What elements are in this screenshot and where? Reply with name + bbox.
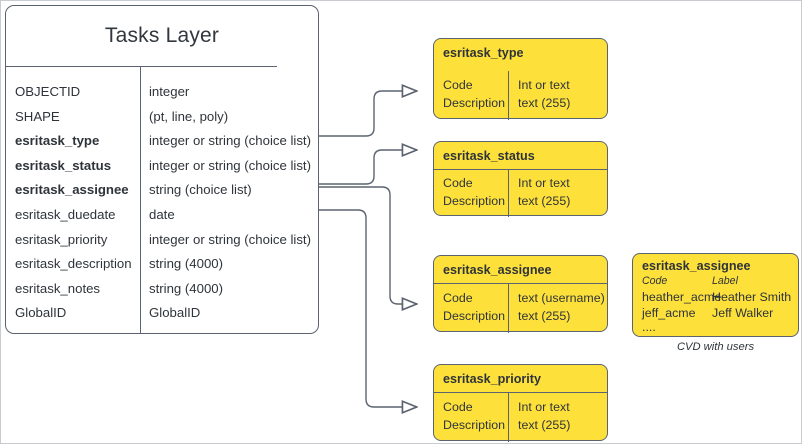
domain-title: esritask_assignee (443, 263, 552, 277)
field-type: string (4000) (149, 280, 224, 296)
entity-field-row[interactable]: esritask_notes string (4000) (6, 277, 318, 302)
domain-label-description: Description (443, 193, 505, 208)
domain-label-code: Code (443, 400, 473, 414)
field-type: string (4000) (149, 256, 224, 272)
domain-values: Int or text text (255) (518, 77, 570, 112)
domain-labels: Code Description (443, 175, 505, 210)
entity-field-list: OBJECTID integer SHAPE (pt, line, poly) … (6, 80, 318, 326)
domain-value-code: Int or text (518, 78, 570, 92)
domain-label-description: Description (443, 308, 505, 323)
domain-value-description: text (255) (518, 95, 571, 110)
field-name: esritask_notes (15, 280, 101, 296)
field-type: integer or string (choice list) (149, 157, 311, 173)
domain-title: esritask_priority (443, 372, 542, 386)
entity-field-row[interactable]: esritask_priority integer or string (cho… (6, 228, 318, 253)
domain-value-description: text (255) (518, 308, 571, 323)
field-type: integer or string (choice list) (149, 231, 311, 247)
entity-field-row[interactable]: esritask_status integer or string (choic… (6, 154, 318, 179)
cvd-row-label: Jeff Walker (712, 306, 774, 320)
field-name: esritask_duedate (15, 206, 116, 222)
domain-title-divider (433, 392, 608, 393)
domain-value-description: text (255) (518, 417, 571, 432)
connector-esritask-status (319, 150, 417, 185)
entity-title-divider (5, 66, 277, 67)
cvd-row-label: Heather Smith (712, 290, 792, 304)
cvd-sample-box[interactable]: esritask_assignee Code Label heather_acm… (632, 253, 799, 337)
domain-value-description: text (255) (518, 193, 571, 208)
domain-values: text (username) text (255) (518, 290, 605, 325)
field-type: date (149, 206, 175, 222)
field-name: esritask_description (15, 256, 132, 272)
entity-field-row[interactable]: esritask_description string (4000) (6, 252, 318, 277)
entity-field-row[interactable]: esritask_type integer or string (choice … (6, 129, 318, 154)
domain-title-divider (433, 169, 608, 170)
cvd-header-label: Label (712, 275, 738, 287)
field-name: esritask_type (15, 133, 100, 149)
field-name: GlobalID (15, 305, 67, 321)
domain-title: esritask_status (443, 149, 535, 163)
domain-value-code: Int or text (518, 400, 570, 414)
field-name: esritask_assignee (15, 182, 129, 198)
domain-box-esritask-assignee[interactable]: esritask_assignee Code Description text … (433, 255, 608, 333)
domain-column-divider (508, 71, 509, 120)
entity-field-row[interactable]: esritask_assignee string (choice list) (6, 178, 318, 203)
domain-values: Int or text text (255) (518, 175, 570, 210)
entity-field-row[interactable]: GlobalID GlobalID (6, 301, 318, 326)
domain-label-code: Code (443, 78, 473, 92)
domain-column-divider (508, 283, 509, 333)
domain-label-code: Code (443, 176, 473, 190)
domain-label-description: Description (443, 417, 505, 432)
domain-label-description: Description (443, 95, 505, 110)
connector-esritask-priority (319, 209, 417, 407)
field-type: integer (149, 84, 190, 99)
entity-column-divider (140, 67, 141, 334)
tasks-layer-entity[interactable]: Tasks Layer OBJECTID integer SHAPE (pt, … (5, 5, 319, 334)
connector-esritask-type (319, 91, 417, 137)
cvd-row-code: heather_acme (642, 290, 722, 304)
field-name: OBJECTID (15, 84, 81, 99)
domain-label-code: Code (443, 291, 473, 305)
field-name: esritask_status (15, 157, 112, 173)
cvd-row-code: .... (642, 320, 656, 334)
cvd-title: esritask_assignee (642, 259, 751, 273)
field-type: string (choice list) (149, 182, 252, 198)
field-type: GlobalID (149, 305, 201, 321)
field-type: integer or string (choice list) (149, 133, 311, 149)
domain-labels: Code Description (443, 290, 505, 325)
field-name: SHAPE (15, 108, 60, 124)
entity-field-row[interactable]: esritask_duedate date (6, 203, 318, 228)
cvd-row-code: jeff_acme (642, 306, 696, 320)
domain-column-divider (508, 169, 509, 217)
domain-title-divider (433, 283, 608, 284)
domain-box-esritask-priority[interactable]: esritask_priority Code Description Int o… (433, 364, 608, 442)
connector-esritask-assignee (319, 186, 417, 304)
cvd-caption: CVD with users (676, 341, 755, 353)
field-name: esritask_priority (15, 231, 108, 247)
domain-value-code: Int or text (518, 176, 570, 190)
cvd-header-code: Code (642, 275, 668, 287)
entity-field-row[interactable]: SHAPE (pt, line, poly) (6, 105, 318, 130)
domain-labels: Code Description (443, 399, 505, 434)
domain-column-divider (508, 392, 509, 442)
domain-value-code: text (username) (518, 291, 605, 305)
entity-field-row[interactable]: OBJECTID integer (6, 80, 318, 105)
domain-title: esritask_type (443, 46, 524, 60)
domain-labels: Code Description (443, 77, 505, 112)
domain-box-esritask-type[interactable]: esritask_type Code Description Int or te… (433, 38, 608, 120)
entity-title: Tasks Layer (104, 24, 220, 47)
domain-box-esritask-status[interactable]: esritask_status Code Description Int or … (433, 141, 608, 217)
field-type: (pt, line, poly) (149, 108, 229, 124)
domain-values: Int or text text (255) (518, 399, 570, 434)
